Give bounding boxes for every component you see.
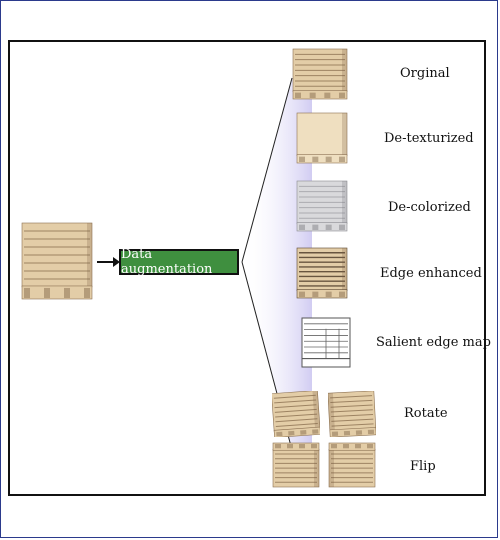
label-original: Orginal <box>400 66 450 81</box>
label-edge-enhanced: Edge enhanced <box>380 266 482 281</box>
label-flip: Flip <box>410 459 436 474</box>
crate-rotate-b <box>327 390 377 438</box>
label-salient-edge-map: Salient edge map <box>376 335 491 350</box>
crate-flip-a <box>272 442 320 488</box>
crate-salient-edge-map <box>300 316 352 368</box>
crate-flip-b <box>328 442 376 488</box>
input-arrow-head <box>113 257 120 267</box>
fan-shape <box>242 78 312 450</box>
data-augmentation-label: Data augmentation <box>121 247 213 277</box>
crate-rotate-a <box>271 390 321 438</box>
data-augmentation-box: Data augmentation <box>119 247 239 277</box>
crate-detexturized <box>296 112 348 164</box>
crate-edge-enhanced <box>296 247 348 299</box>
crate-decolorized <box>296 180 348 232</box>
input-crate-image <box>21 222 93 300</box>
crate-original <box>292 48 348 100</box>
label-decolorized: De-colorized <box>388 200 471 215</box>
label-rotate: Rotate <box>404 406 448 421</box>
label-detexturized: De-texturized <box>384 131 474 146</box>
fan-upper-edge <box>241 77 293 263</box>
